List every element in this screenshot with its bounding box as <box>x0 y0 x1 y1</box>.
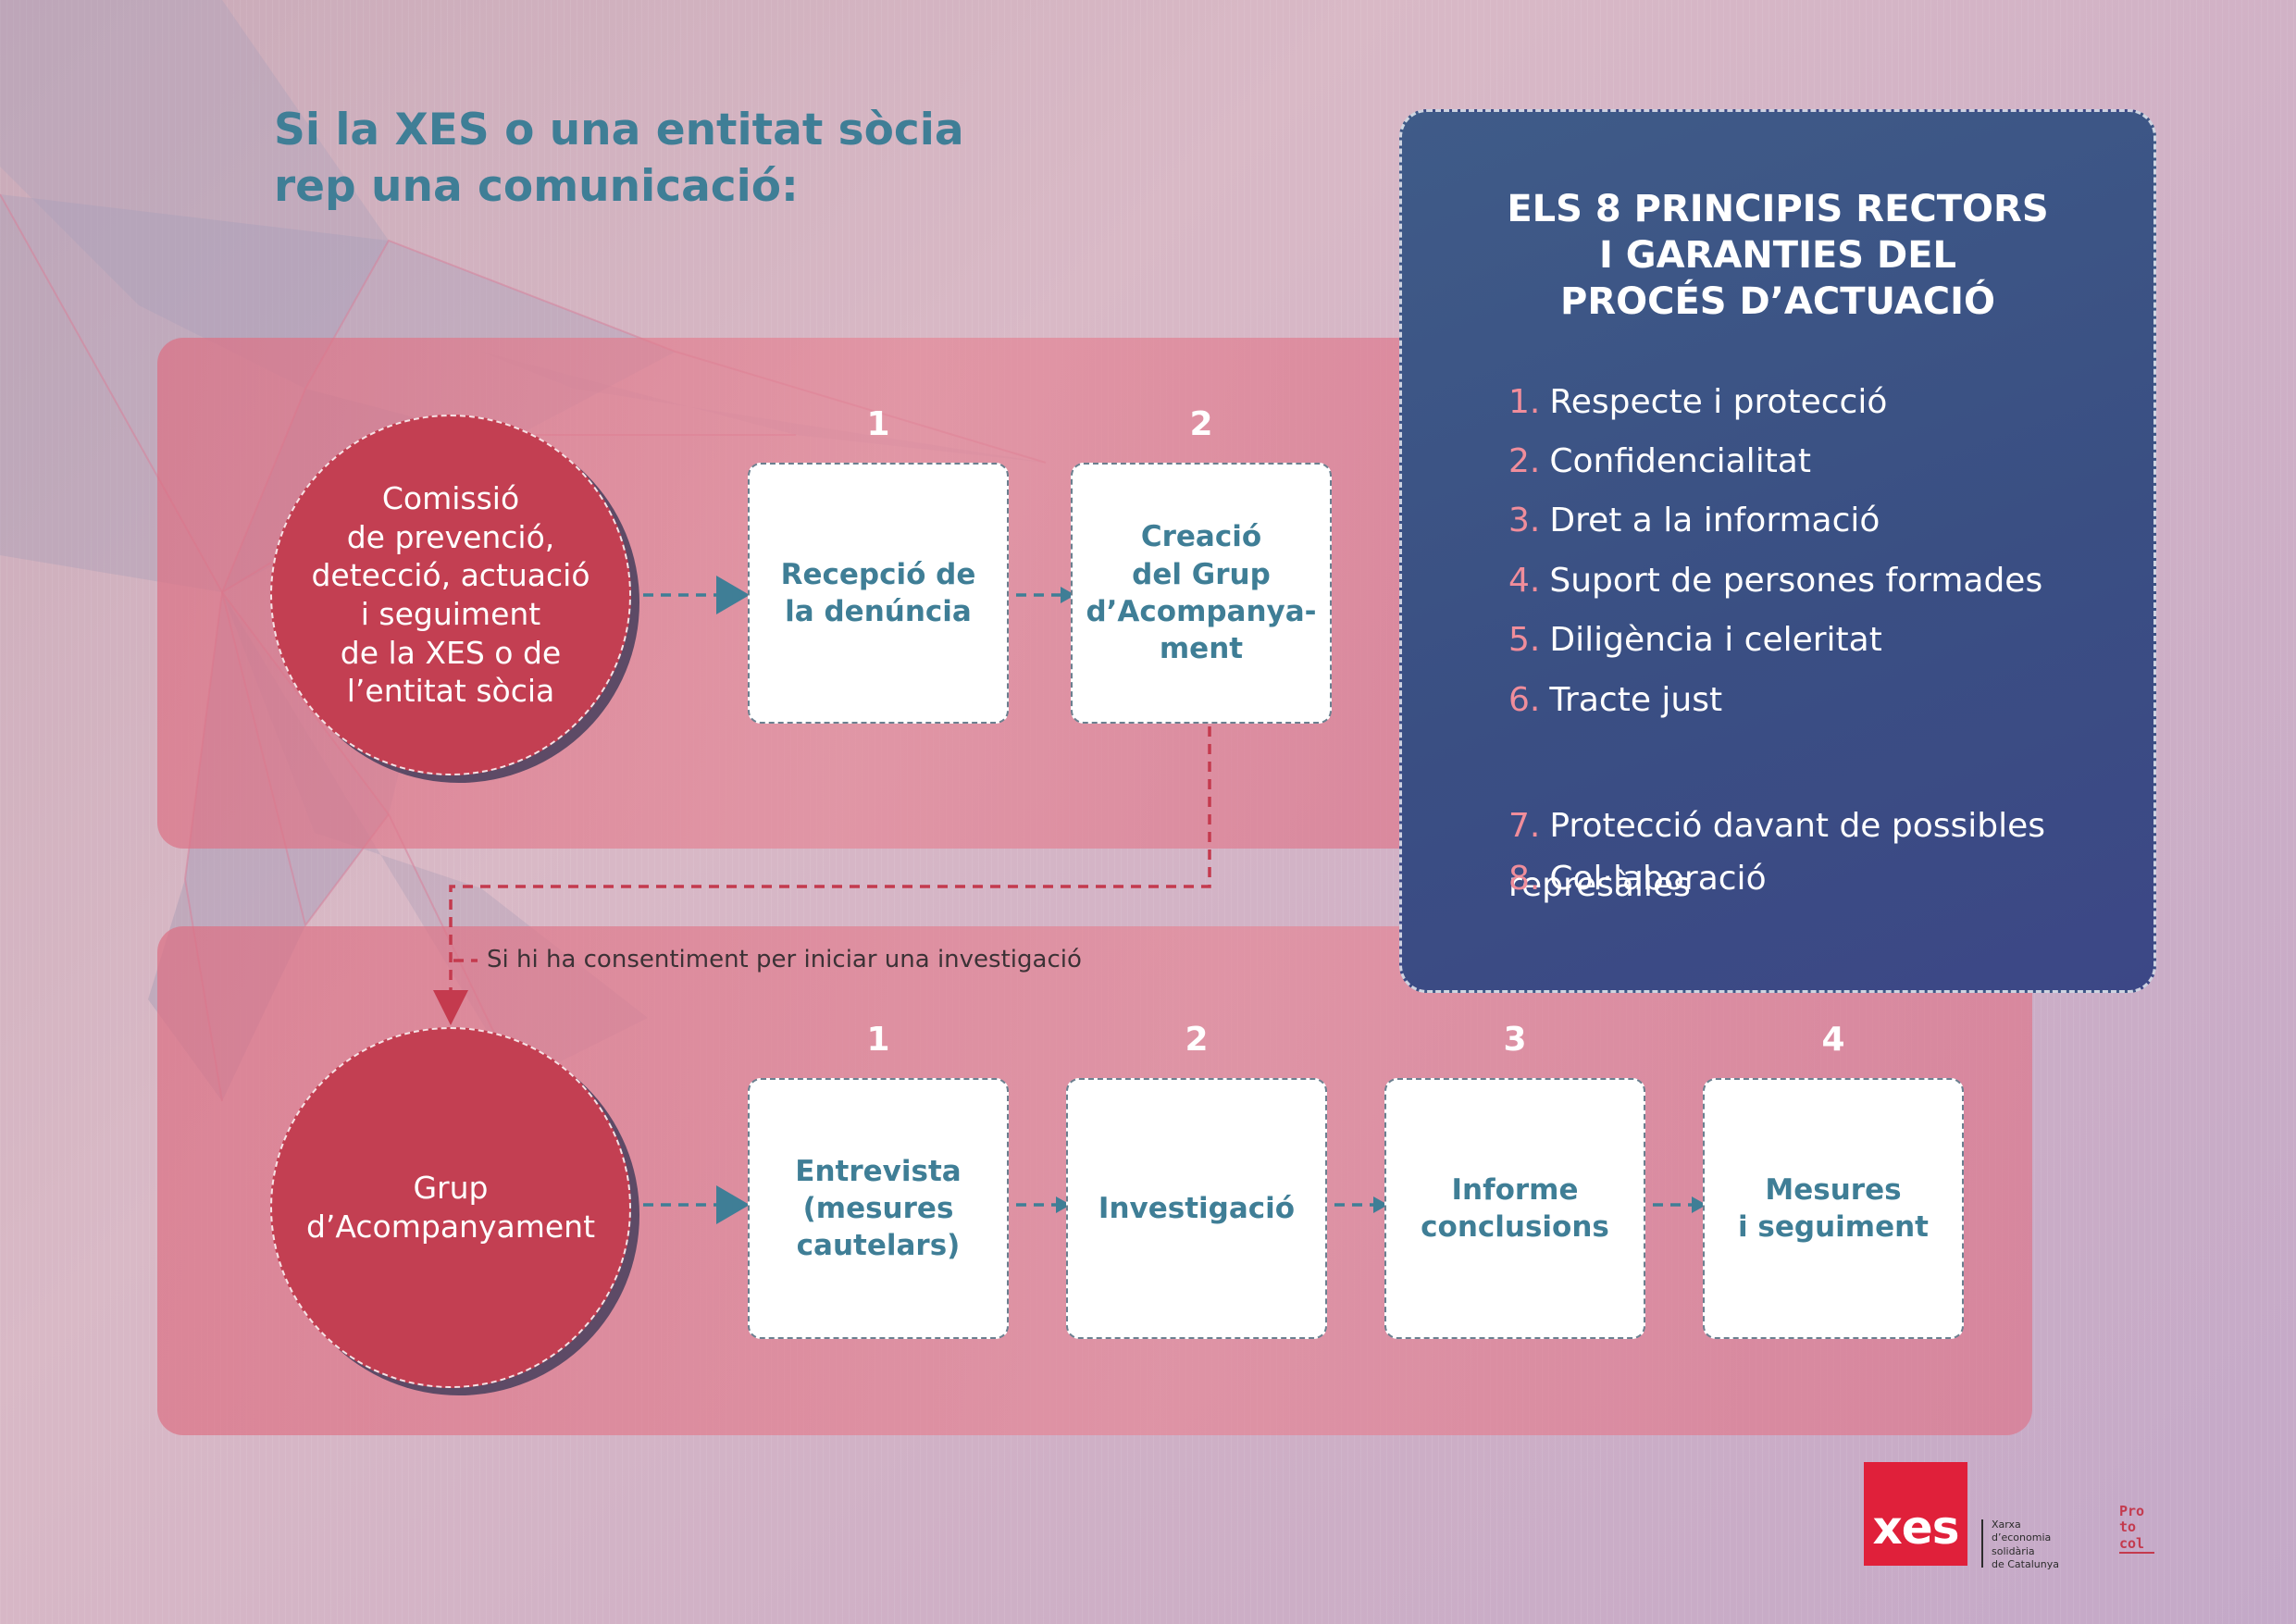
principle-text: Confidencialitat <box>1549 442 1811 480</box>
principle-text: Tracte just <box>1549 681 1723 719</box>
logo-divider <box>1981 1519 1983 1568</box>
protocol-logo-mark: Pro to col <box>2119 1503 2145 1552</box>
principle-text: Respecte i protecció <box>1549 383 1888 421</box>
step-measures: Mesures i seguiment <box>1703 1078 1964 1339</box>
prevention-commission-label: Comissió de prevenció, detecció, actuaci… <box>311 480 590 710</box>
principle-item: 3.Dret a la informació <box>1508 499 2138 544</box>
principle-text: Diligència i celeritat <box>1549 621 1882 659</box>
principle-number: 2. <box>1508 442 1541 480</box>
principle-number: 8. <box>1508 860 1541 898</box>
page-title: Si la XES o una entitat sòcia rep una co… <box>274 105 964 213</box>
principle-number: 6. <box>1508 681 1541 719</box>
support-group-label: Grup d’Acompanyament <box>305 1170 596 1245</box>
principle-item: 5.Diligència i celeritat <box>1508 618 2138 663</box>
principle-number: 4. <box>1508 562 1541 600</box>
step-complaint-reception: Recepció de la denúncia <box>748 463 1009 724</box>
principle-number: 1. <box>1508 383 1541 421</box>
principle-text: Protecció davant de possibles represàlie… <box>1508 807 2046 904</box>
step-report: Informe conclusions <box>1384 1078 1645 1339</box>
principle-item: 4.Suport de persones formades <box>1508 559 2138 604</box>
step-group-creation: Creació del Grup d’Acompanya- ment <box>1071 463 1332 724</box>
principle-text: Dret a la informació <box>1549 502 1880 539</box>
step-label: Investigació <box>1098 1191 1296 1225</box>
step-label: Informe conclusions <box>1421 1172 1609 1244</box>
prevention-commission-circle: Comissió de prevenció, detecció, actuaci… <box>270 415 631 775</box>
principle-number: 7. <box>1508 807 1541 845</box>
xes-logo-text: Xarxa d’economia solidària de Catalunya <box>1992 1519 2059 1570</box>
principle-text: Col·laboració <box>1549 860 1767 898</box>
step-number: 2 <box>1185 1021 1209 1059</box>
protocol-logo: Pro to col <box>2119 1503 2154 1554</box>
xes-logo: xes <box>1864 1462 1967 1566</box>
principle-number: 5. <box>1508 621 1541 659</box>
consent-note: Si hi ha consentiment per iniciar una in… <box>487 946 1082 973</box>
step-investigation: Investigació <box>1066 1078 1327 1339</box>
step-label: Entrevista (mesures cautelars) <box>795 1154 962 1263</box>
step-number: 1 <box>866 1021 890 1059</box>
step-number: 3 <box>1503 1021 1527 1059</box>
support-group-circle: Grup d’Acompanyament <box>270 1027 631 1388</box>
step-label: Creació del Grup d’Acompanya- ment <box>1086 520 1317 666</box>
principle-item: 2.Confidencialitat <box>1508 440 2138 485</box>
principle-number: 3. <box>1508 502 1541 539</box>
step-number: 4 <box>1821 1021 1845 1059</box>
principle-item: 8.Col·laboració <box>1508 857 2138 902</box>
step-label: Mesures i seguiment <box>1738 1172 1929 1244</box>
step-number: 1 <box>866 405 890 443</box>
principle-item: 7.Protecció davant de possibles represàl… <box>1508 738 2138 915</box>
principle-item: 6.Tracte just <box>1508 678 2138 724</box>
step-label: Recepció de la denúncia <box>780 557 976 628</box>
principles-panel: ELS 8 PRINCIPIS RECTORS I GARANTIES DEL … <box>1399 109 2156 993</box>
xes-logo-mark: xes <box>1872 1501 1960 1555</box>
principle-text: Suport de persones formades <box>1549 562 2043 600</box>
step-interview: Entrevista (mesures cautelars) <box>748 1078 1009 1339</box>
principles-title: ELS 8 PRINCIPIS RECTORS I GARANTIES DEL … <box>1507 188 2049 323</box>
principle-item: 1.Respecte i protecció <box>1508 380 2138 426</box>
step-number: 2 <box>1189 405 1213 443</box>
